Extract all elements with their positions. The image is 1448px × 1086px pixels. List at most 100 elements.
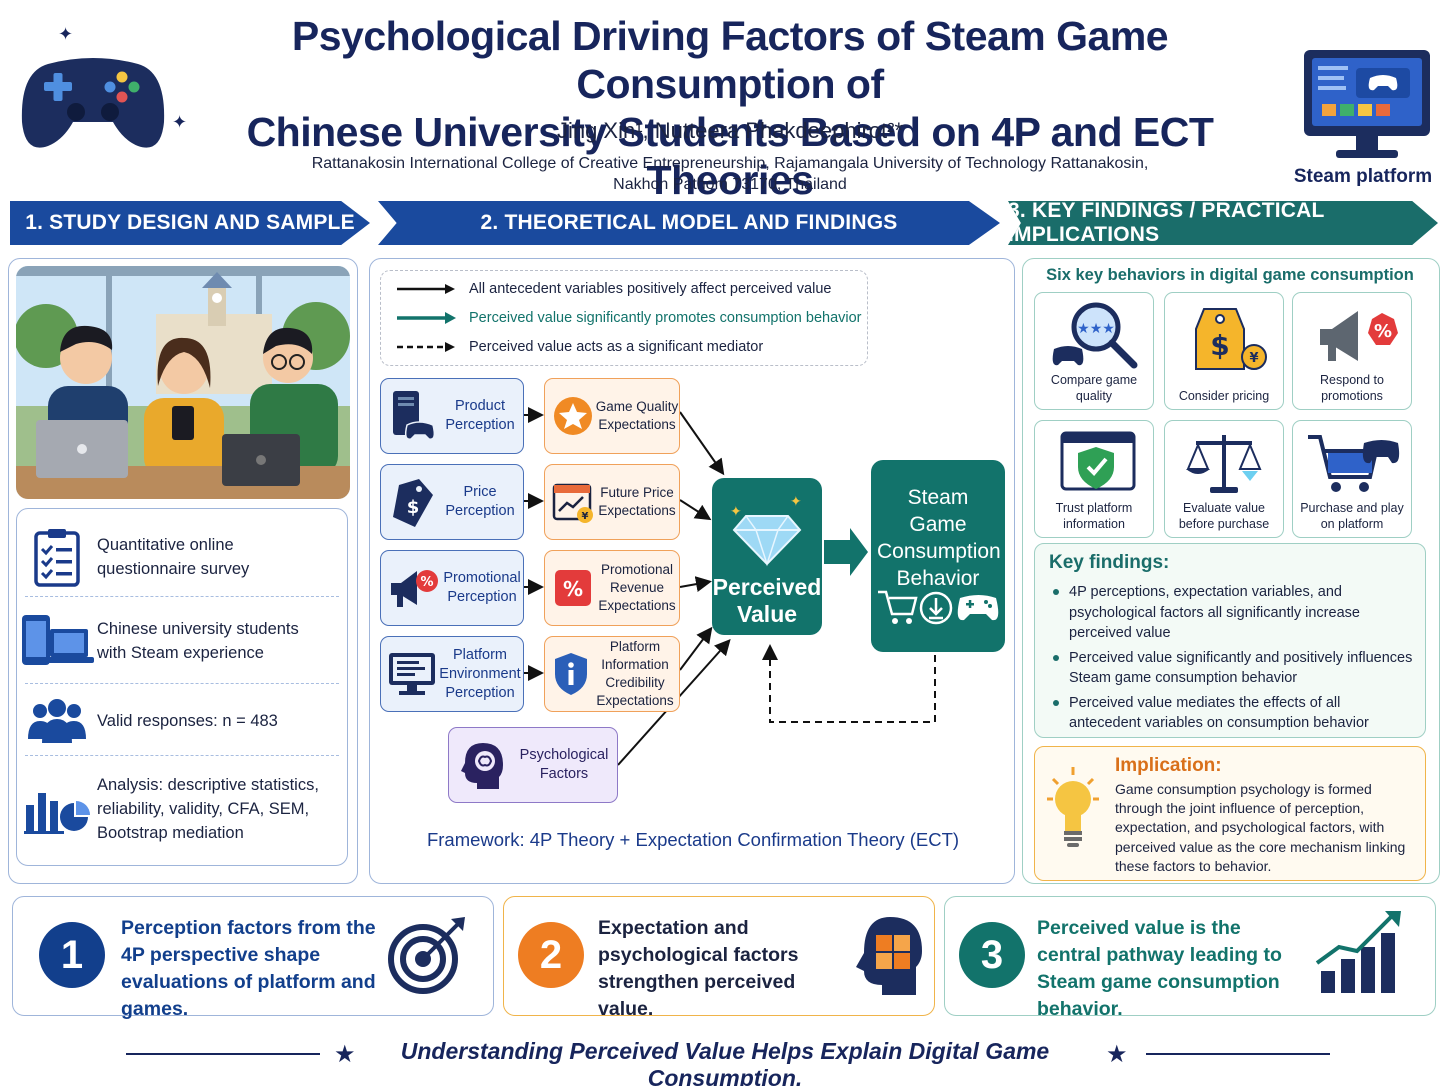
node-promotional-revenue-expectations: % Promotional Revenue Expectations [544,550,680,626]
poster-title: Psychological Driving Factors of Steam G… [246,13,1214,203]
steam-platform-label: Steam platform [1293,166,1433,187]
lightbulb-icon [1047,767,1099,847]
sparkle-icon: ✦ [58,24,74,44]
checklist-icon [17,527,97,587]
takeaway-text: Perceived value is the central pathway l… [1037,917,1282,1020]
price-tag-icon: $ ¥ [1165,299,1283,375]
node-platform-environment-perception: Platform Environment Perception [380,636,524,712]
sparkle-icon: ✦ [172,112,188,132]
implication-title: Implication: [1115,755,1222,776]
takeaway-number: 2 [518,922,584,988]
solid-arrow-icon [397,284,455,294]
star-badge-icon [554,397,592,435]
balance-scale-icon [1165,427,1283,503]
node-steam-consumption-behavior: Steam Game Consumption Behavior [871,460,1005,652]
arrow-credibility-to-pv [679,626,713,671]
svg-text:★★★: ★★★ [1077,321,1115,337]
behavior-card: ★★★ Compare game quality [1034,292,1154,410]
footer-rule [126,1053,320,1055]
info-shield-icon [555,653,587,695]
node-promotional-perception: % Promotional Perception [380,550,524,626]
star-icon: ★ [334,1041,356,1068]
price-tag-icon: $ [393,479,433,527]
people-icon [17,697,97,745]
megaphone-icon: % [1293,299,1411,375]
takeaway-number: 1 [39,922,105,988]
node-product-perception: Product Perception [380,378,524,454]
legend-row-dashed: Perceived value acts as a significant me… [395,339,763,355]
finding-item: Perceived value significantly and positi… [1049,648,1415,689]
arrow-pv-to-behavior [824,528,868,576]
svg-text:✦: ✦ [790,494,802,510]
behavior-label: Evaluate value before purchase [1178,501,1270,531]
head-brain-icon [461,743,503,789]
design-item: Valid responses: n = 483 [17,687,347,755]
behavior-card: Purchase and play on platform [1292,420,1412,538]
node-game-quality-expectations: Game Quality Expectations [544,378,680,454]
takeaway-text: Perception factors from the 4P perspecti… [121,917,376,1020]
diamond-icon: ✦ ✦ [730,494,802,567]
divider [25,596,339,597]
implication-text: Game consumption psychology is formed th… [1115,781,1406,874]
monitor-icon [1300,46,1434,166]
framework-caption: Framework: 4P Theory + Expectation Confi… [426,829,960,850]
target-icon [388,917,465,994]
study-design-list: Quantitative online questionnaire survey… [16,508,348,866]
discount-icon: % [555,570,591,606]
behavior-card: $ ¥ Consider pricing [1164,292,1284,410]
footer-rule [1146,1053,1330,1055]
section-banner-study-design: 1. STUDY DESIGN AND SAMPLE [10,201,370,245]
arrow-quality-to-pv [679,411,725,476]
authors: Jing Xin¹, Nutteera Phakdeephirot²* [556,118,904,143]
behavior-card: Evaluate value before purchase [1164,420,1284,538]
node-future-price-expectations: ¥ Future Price Expectations [544,464,680,540]
devices-icon [17,613,97,669]
design-item: Quantitative online questionnaire survey [17,519,347,595]
takeaway-card-3: 3 Perceived value is the central pathway… [944,896,1436,1020]
svg-text:$: $ [407,497,420,518]
key-findings-list: 4P perceptions, expectation variables, a… [1049,582,1415,738]
behavior-card: Trust platform information [1034,420,1154,538]
star-icon: ★ [1106,1041,1128,1068]
key-findings-title: Key findings: [1049,552,1170,573]
legend-row-solid: All antecedent variables positively affe… [395,281,831,297]
node-perceived-value: ✦ ✦ Perceived Value [712,478,822,635]
section-banner-theoretical-model: 2. THEORETICAL MODEL AND FINDINGS [378,201,1000,245]
legend-row-teal: Perceived value significantly promotes c… [395,310,862,326]
computer-icon [389,653,435,695]
svg-text:%: % [420,575,433,590]
svg-text:$: $ [1210,329,1229,362]
svg-text:%: % [563,577,583,601]
model-legend: All antecedent variables positively affe… [380,270,868,366]
growth-chart-icon [1315,911,1401,993]
cart-download-gamepad-icon [878,590,999,625]
arrow-price-to-pv [679,499,712,521]
takeaway-card-2: 2 Expectation and psychological factors … [503,896,935,1020]
svg-text:¥: ¥ [582,511,589,522]
analysis-chart-icon [17,783,97,835]
affiliation: Rattanakosin International College of Cr… [311,155,1149,193]
implication-box: Implication: Game consumption psychology… [1034,746,1426,881]
shield-check-icon [1035,427,1153,503]
key-findings-box: Key findings: 4P perceptions, expectatio… [1034,543,1426,738]
behaviors-title: Six key behaviors in digital game consum… [1046,266,1414,284]
calendar-trend-icon: ¥ [552,483,593,523]
mediation-dashed-arrow [762,644,936,723]
gamepad-hero-icon [18,42,168,157]
divider [25,755,339,756]
divider [25,683,339,684]
design-item: Analysis: descriptive statistics, reliab… [17,761,347,857]
node-psychological-factors: Psychological Factors [448,727,618,803]
behavior-label: Consider pricing [1178,389,1270,403]
svg-text:¥: ¥ [1249,351,1258,366]
takeaway-text: Expectation and psychological factors st… [598,917,799,1020]
svg-text:✦: ✦ [730,504,742,520]
finding-item: 4P perceptions, expectation variables, a… [1049,582,1415,644]
cart-gamepad-icon [1293,427,1411,503]
arrow-promo-to-pv [679,576,712,592]
node-platform-information-credibility-expectations: Platform Information Credibility Expecta… [544,636,680,712]
node-price-perception: $ Price Perception [380,464,524,540]
students-illustration [16,266,350,499]
takeaway-number: 3 [959,922,1025,988]
